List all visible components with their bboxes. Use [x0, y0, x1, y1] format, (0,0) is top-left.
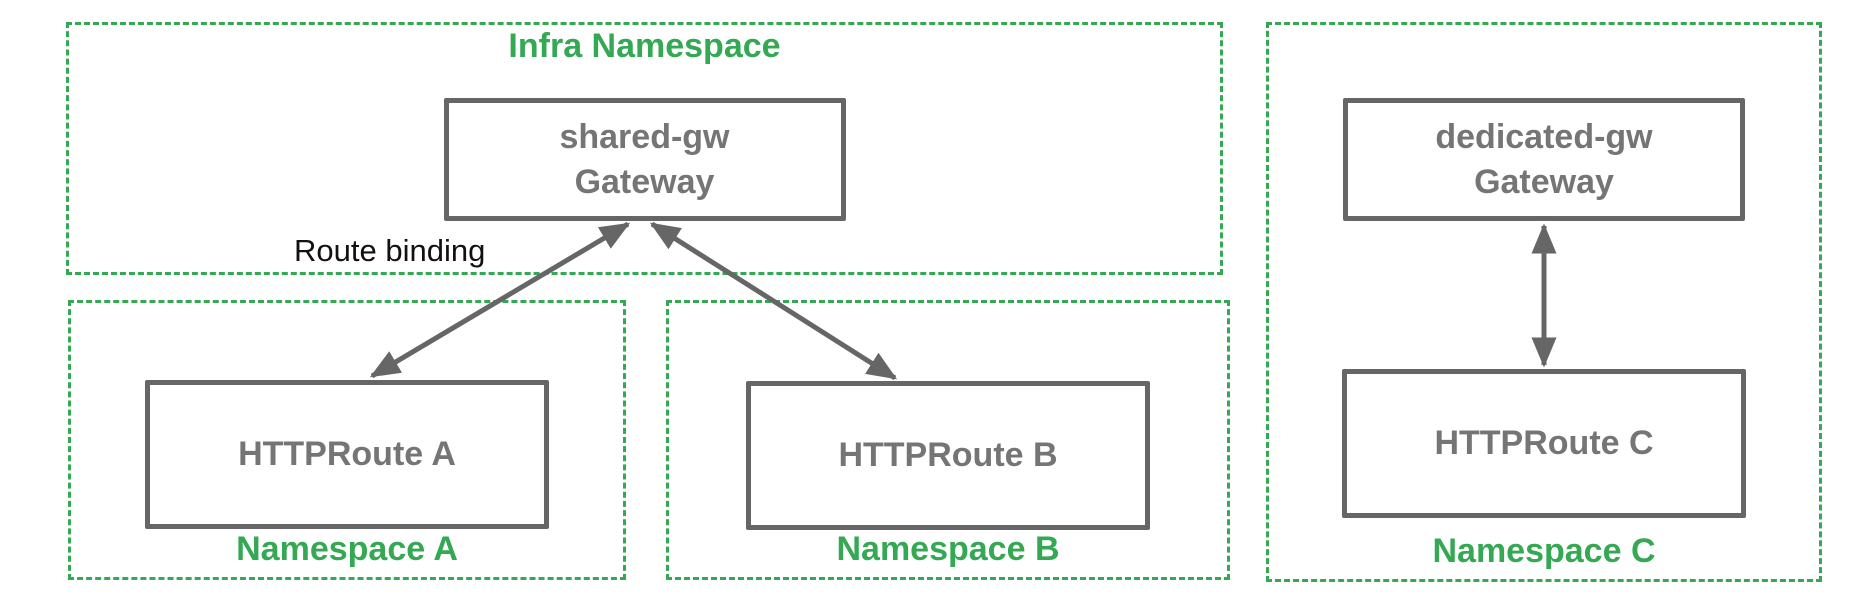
shared-gw-gateway-node: shared-gw Gateway [443, 98, 846, 221]
infra-namespace-box: Infra Namespace shared-gw Gateway [66, 22, 1223, 275]
dedicated-gw-gateway-kind: Gateway [1474, 162, 1614, 201]
dedicated-gw-gateway-name: dedicated-gw [1435, 117, 1653, 156]
namespace-b-box: HTTPRoute B Namespace B [666, 300, 1230, 580]
shared-gw-gateway-kind: Gateway [574, 162, 715, 201]
httproute-c-label: HTTPRoute C [1434, 424, 1654, 463]
httproute-b-node: HTTPRoute B [746, 381, 1150, 530]
namespace-a-box: HTTPRoute A Namespace A [68, 300, 626, 580]
httproute-a-node: HTTPRoute A [145, 380, 549, 529]
shared-gw-gateway-name: shared-gw [559, 117, 730, 156]
httproute-b-label: HTTPRoute B [838, 436, 1058, 475]
infra-namespace-title: Infra Namespace [508, 27, 781, 65]
httproute-c-node: HTTPRoute C [1342, 369, 1746, 518]
namespace-c-title: Namespace C [1432, 532, 1656, 570]
httproute-a-label: HTTPRoute A [238, 435, 456, 474]
route-binding-label: Route binding [294, 233, 486, 268]
namespace-c-box: dedicated-gw Gateway HTTPRoute C Namespa… [1266, 22, 1822, 582]
namespace-a-title: Namespace A [236, 530, 458, 568]
dedicated-gw-gateway-node: dedicated-gw Gateway [1343, 98, 1745, 221]
namespace-b-title: Namespace B [836, 530, 1060, 568]
